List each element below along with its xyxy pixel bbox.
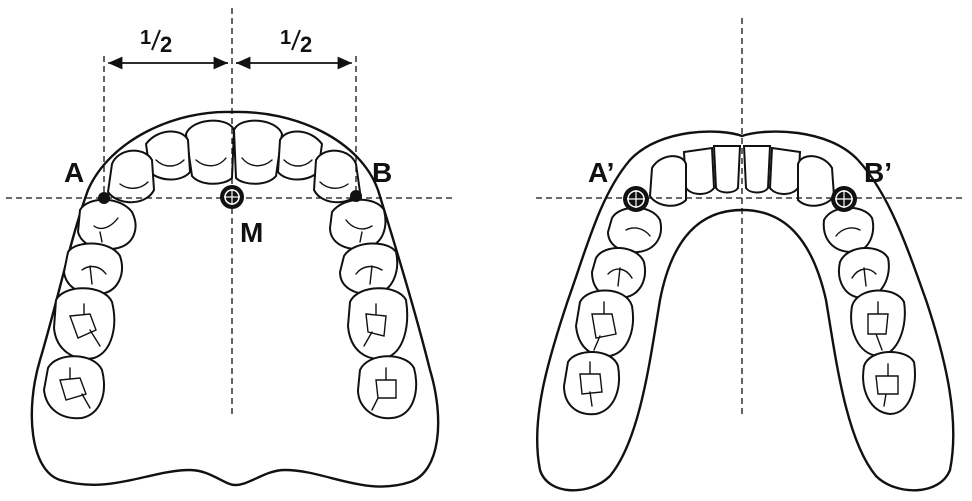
label-point-a: A	[64, 157, 84, 188]
midpoint-m-marker	[220, 185, 244, 209]
svg-text:1: 1	[280, 27, 291, 49]
label-point-a-prime: A’	[588, 157, 614, 188]
point-a-marker	[98, 192, 110, 204]
svg-text:1: 1	[140, 27, 151, 49]
fraction-half-right: 1 2	[280, 27, 312, 57]
label-point-b: B	[372, 157, 392, 188]
upper-arch: 1 2 1 2 A B M	[6, 8, 456, 487]
point-a-prime-marker	[623, 186, 649, 212]
svg-text:2: 2	[300, 32, 312, 57]
point-b-prime-marker	[831, 186, 857, 212]
point-b-marker	[350, 190, 362, 202]
label-midpoint-m: M	[240, 217, 263, 248]
lower-arch: A’ B’	[536, 18, 966, 490]
label-point-b-prime: B’	[864, 157, 892, 188]
fraction-half-left: 1 2	[140, 27, 172, 57]
svg-text:2: 2	[160, 32, 172, 57]
